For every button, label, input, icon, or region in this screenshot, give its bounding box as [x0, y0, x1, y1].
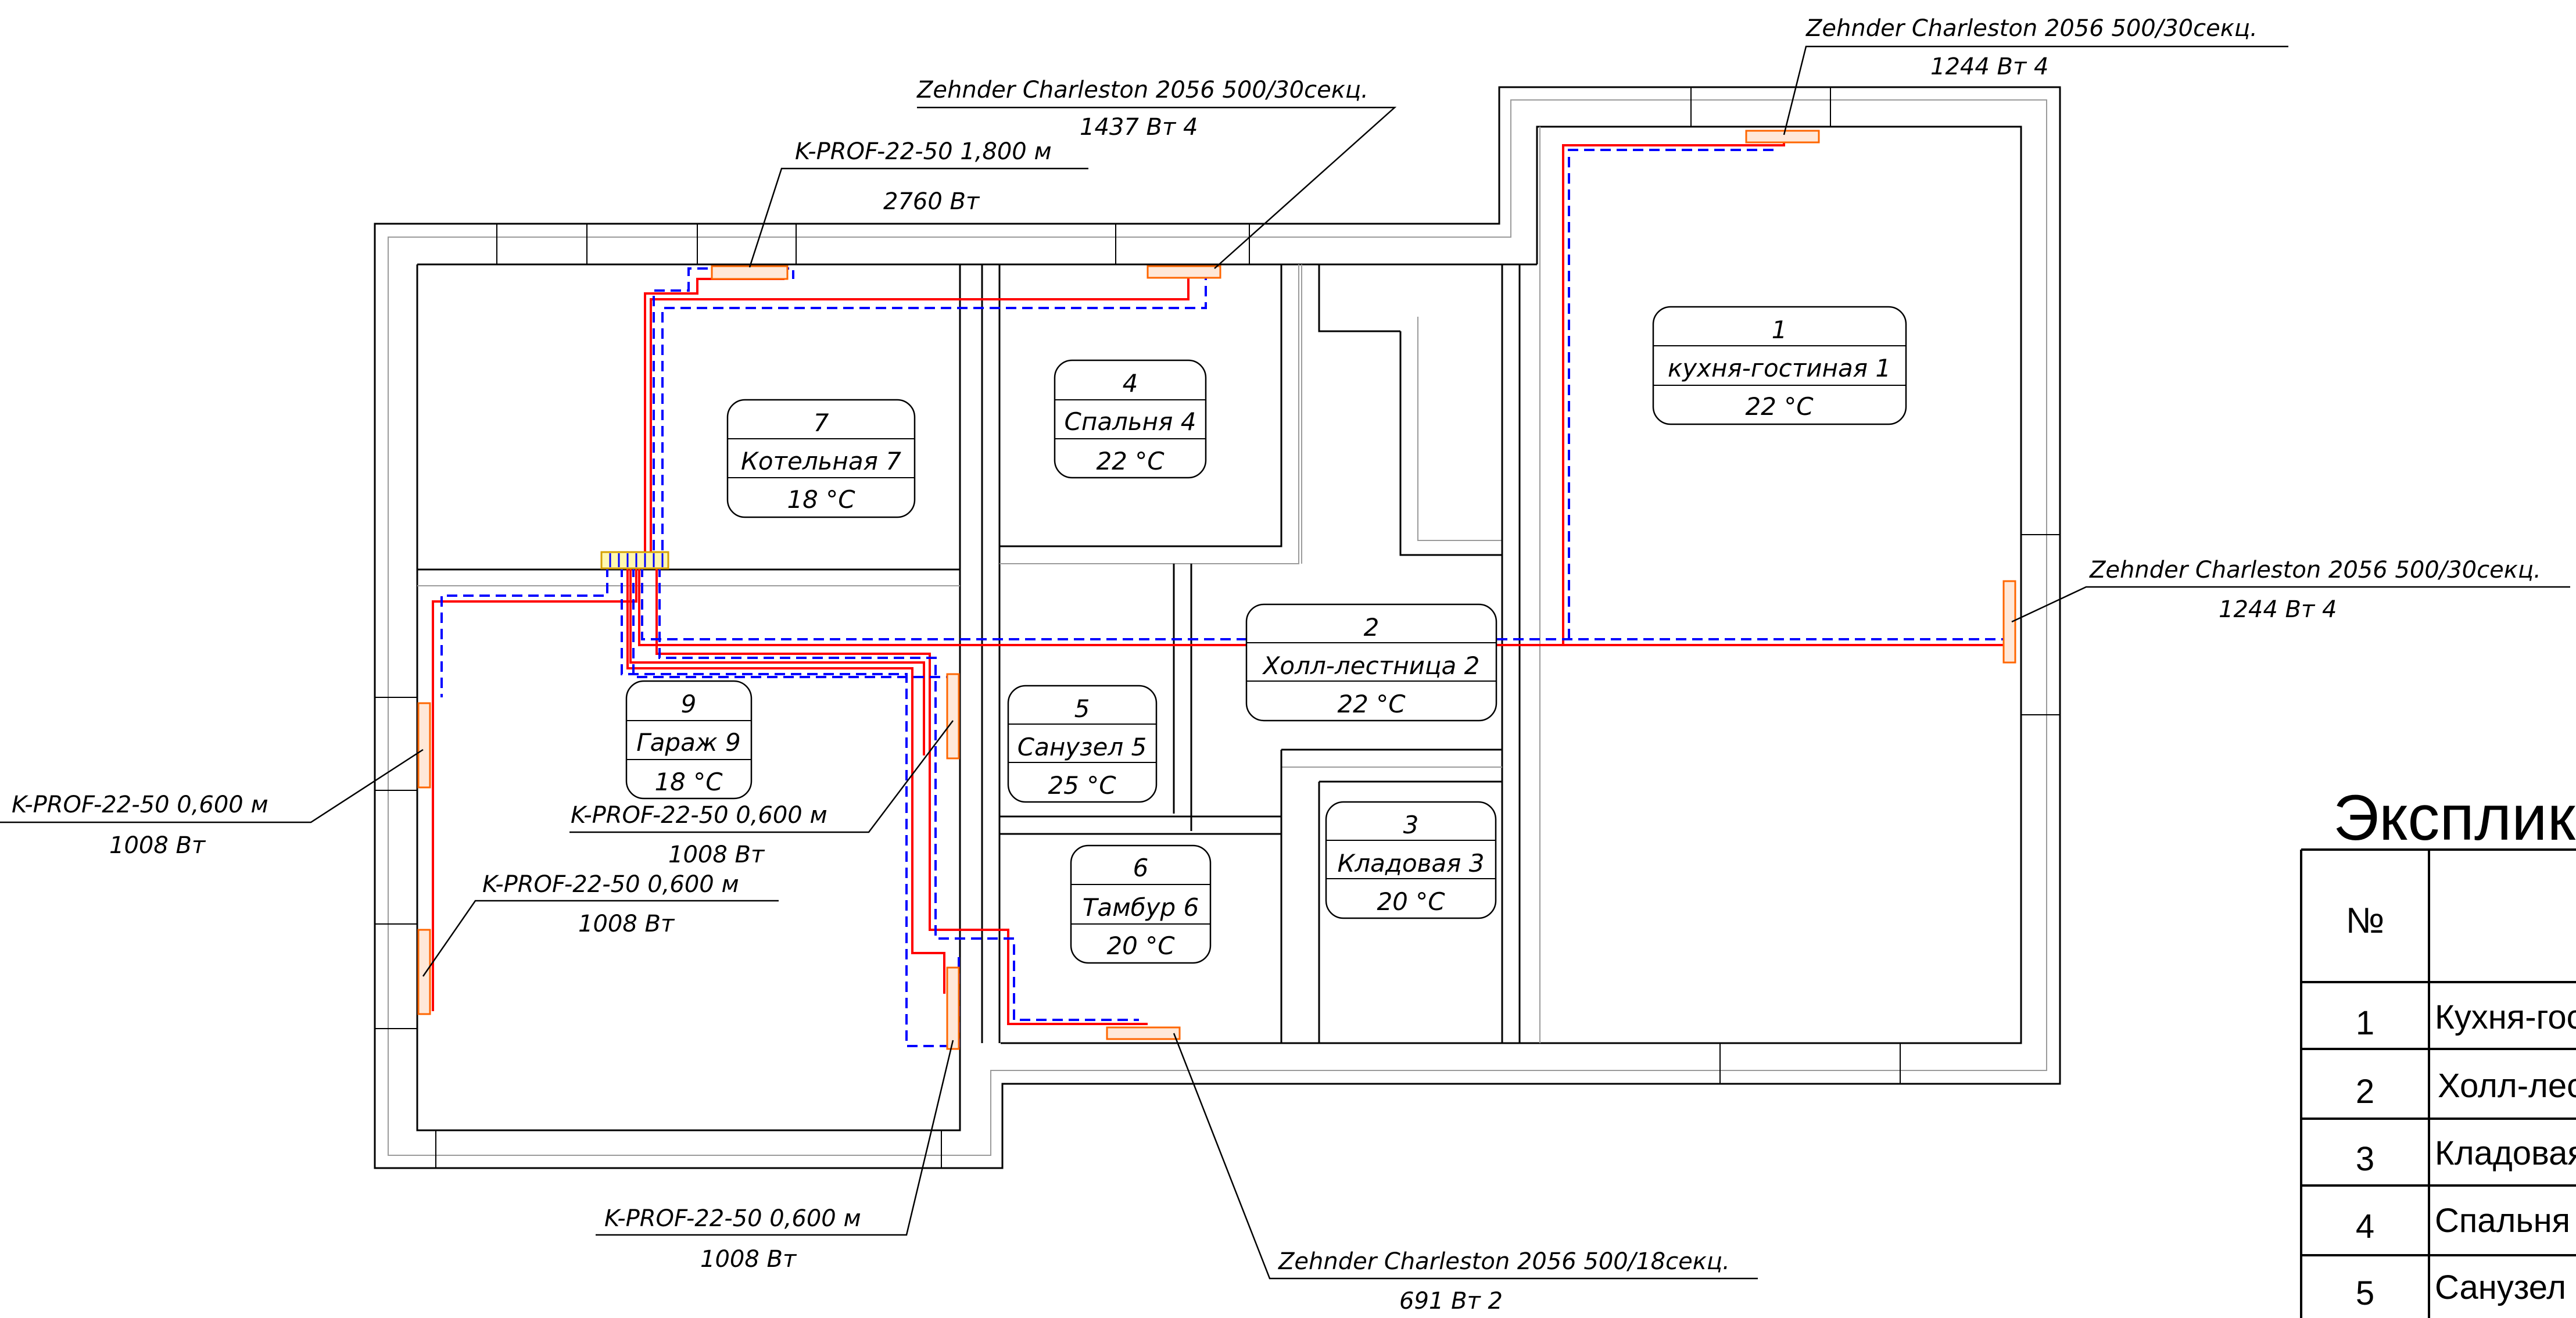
- radiator-power-6: 1008 Вт: [578, 911, 675, 937]
- explication-row-name: Санузел: [2435, 1269, 2566, 1306]
- windows: [375, 87, 2060, 1168]
- room-name: Холл-лестница 2: [1262, 651, 1480, 680]
- room-tag-3: 3 Кладовая 3 20 °С: [1325, 801, 1497, 919]
- room-temperature: 20 °С: [1106, 932, 1175, 960]
- radiator-power-2: 2760 Вт: [883, 188, 980, 215]
- room-tag-7: 7 Котельная 7 18 °С: [726, 399, 916, 518]
- room-number: 3: [1403, 811, 1419, 839]
- radiator-leaders: [0, 45, 2570, 1280]
- room-temperature: 25 °С: [1048, 771, 1116, 800]
- explication-row-num: 5: [2356, 1274, 2374, 1312]
- room-number: 5: [1074, 694, 1090, 723]
- manifold: [600, 551, 669, 570]
- room-tag-5: 5 Санузел 5 25 °С: [1007, 685, 1158, 803]
- room-temperature: 18 °С: [654, 768, 723, 796]
- room-tag-4: 4 Спальня 4 22 °С: [1054, 359, 1207, 479]
- room-name: Тамбур 6: [1083, 893, 1199, 922]
- building-walls: [374, 86, 2061, 1169]
- radiator-model-3: Zehnder Charleston 2056 500/30секц.: [2089, 557, 2541, 583]
- radiator-power-8: 691 Вт 2: [1399, 1288, 1503, 1315]
- explication-row-name: Кладовая: [2435, 1134, 2576, 1172]
- room-temperature: 18 °С: [787, 485, 855, 514]
- room-temperature: 22 °С: [1745, 392, 1814, 421]
- room-number: 4: [1123, 369, 1138, 397]
- radiator-model-2: K-PROF-22-50 1,800 м: [795, 138, 1052, 165]
- radiator-power-5: 1008 Вт: [668, 841, 765, 868]
- explication-row-num: 2: [2356, 1073, 2374, 1111]
- explication-row-num: 3: [2356, 1140, 2374, 1178]
- room-number: 7: [814, 409, 829, 437]
- radiator-kprof-garage-right-2: [946, 966, 960, 1050]
- room-name: Гараж 9: [636, 728, 740, 757]
- room-temperature: 22 °С: [1337, 690, 1406, 718]
- room-tags: 1 кухня-гостиная 1 22 °С 2 Холл-лестница…: [625, 306, 1907, 964]
- radiator-kprof-garage-left-1: [417, 702, 431, 789]
- radiator-kprof-garage-right-1: [946, 673, 960, 760]
- room-tag-2: 2 Холл-лестница 2 22 °С: [1245, 603, 1497, 722]
- room-temperature: 22 °С: [1096, 447, 1165, 475]
- explication-row-name: Кухня-гостиная: [2435, 998, 2576, 1036]
- radiator-power-3: 1244 Вт 4: [2219, 596, 2337, 623]
- radiator-zehnder-kitchen-top: [1745, 130, 1820, 144]
- room-tag-1: 1 кухня-гостиная 1 22 °С: [1652, 306, 1907, 425]
- radiator-model-4: K-PROF-22-50 0,600 м: [12, 791, 268, 818]
- radiator-power-0: 1244 Вт 4: [1930, 53, 2048, 80]
- room-temperature: 20 °С: [1377, 887, 1445, 916]
- radiator-power-4: 1008 Вт: [109, 832, 206, 859]
- return-pipes: [440, 149, 2006, 1047]
- room-number: 6: [1133, 854, 1149, 882]
- room-name: Котельная 7: [741, 447, 901, 475]
- radiator-power-1: 1437 Вт 4: [1080, 114, 1198, 141]
- room-number: 2: [1364, 613, 1380, 642]
- radiator-power-7: 1008 Вт: [700, 1246, 797, 1273]
- radiator-model-5: K-PROF-22-50 0,600 м: [571, 802, 827, 829]
- radiator-labels: Zehnder Charleston 2056 500/30секц. 1244…: [12, 15, 2541, 1315]
- explication-row-name: Холл-лестница: [2438, 1067, 2576, 1105]
- radiator-model-0: Zehnder Charleston 2056 500/30секц.: [1805, 15, 2258, 42]
- explication-row-num: 1: [2356, 1004, 2374, 1042]
- radiator-zehnder-kitchen-right: [2002, 580, 2016, 664]
- radiator-zehnder-tambur: [1106, 1026, 1181, 1040]
- room-name: Спальня 4: [1065, 407, 1196, 436]
- explication-num-header: №: [2346, 901, 2385, 941]
- room-tag-6: 6 Тамбур 6 20 °С: [1070, 844, 1212, 964]
- radiator-model-7: K-PROF-22-50 0,600 м: [604, 1205, 861, 1232]
- room-name: Санузел 5: [1017, 733, 1147, 761]
- explication-table: Экспликация № 1 Кухня-гостиная 2 Холл-ле…: [2300, 782, 2576, 1318]
- explication-row-name: Спальня: [2435, 1202, 2570, 1240]
- radiator-zehnder-spalnya: [1147, 265, 1221, 279]
- radiator-kprof-top: [711, 265, 789, 280]
- explication-title: Экспликация: [2333, 782, 2576, 854]
- radiator-symbols: [417, 130, 2016, 1050]
- explication-row-num: 4: [2356, 1208, 2374, 1245]
- room-number: 1: [1772, 316, 1787, 344]
- room-tag-9: 9 Гараж 9 18 °С: [625, 680, 753, 800]
- radiator-model-1: Zehnder Charleston 2056 500/30секц.: [916, 77, 1368, 103]
- room-name: Кладовая 3: [1338, 849, 1485, 878]
- radiator-model-8: Zehnder Charleston 2056 500/18секц.: [1278, 1248, 1730, 1275]
- room-name: кухня-гостиная 1: [1668, 354, 1891, 382]
- radiator-model-6: K-PROF-22-50 0,600 м: [482, 871, 739, 898]
- room-number: 9: [681, 690, 697, 718]
- radiator-kprof-garage-left-2: [417, 929, 431, 1015]
